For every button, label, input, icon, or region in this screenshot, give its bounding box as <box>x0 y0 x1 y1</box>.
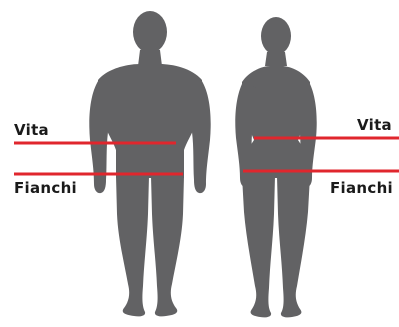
hips-label-left: Fianchi <box>14 181 77 196</box>
female-silhouette <box>235 17 316 317</box>
hips-label-right: Fianchi <box>330 181 393 196</box>
waist-label-right: Vita <box>357 118 392 133</box>
waist-label-left: Vita <box>14 123 49 138</box>
male-silhouette <box>89 11 210 316</box>
